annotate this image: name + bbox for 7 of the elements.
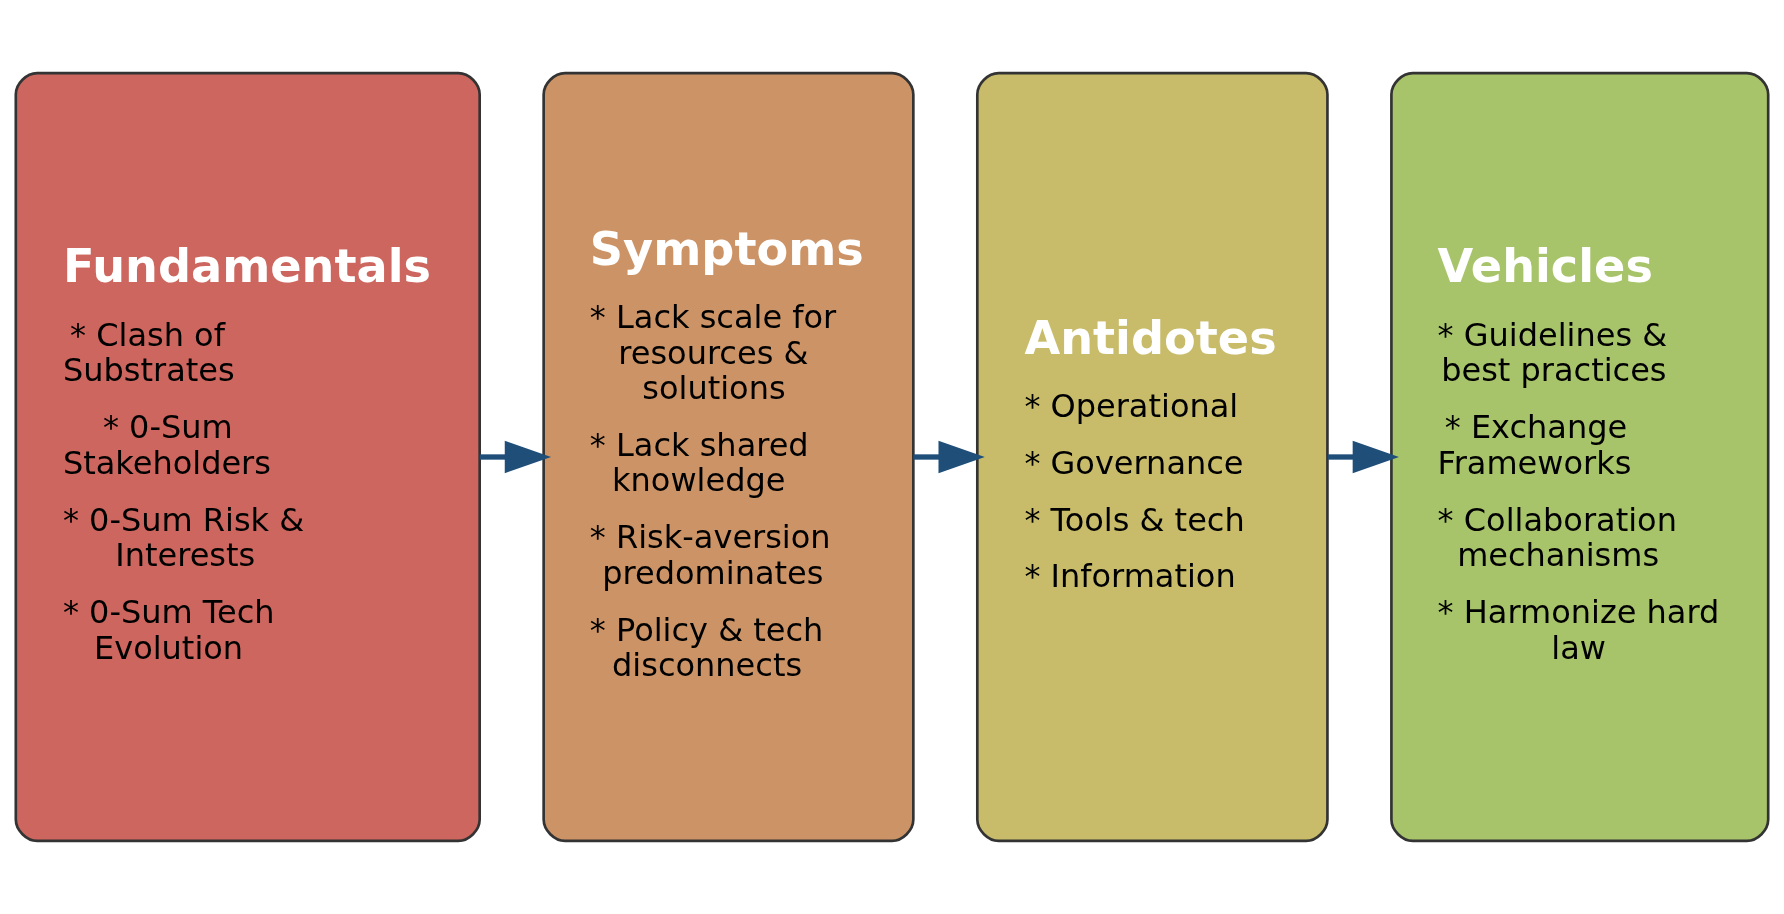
- arrow: [1327, 440, 1399, 474]
- node-box: Fundamentals * Clash of Substrates * 0-Sum Stakeholders * 0-Sum Risk & Interests * 0-Sum Tech Evolution: [14, 71, 481, 843]
- arrow: [913, 440, 985, 474]
- node-box: Symptoms * Lack scale for resources & solutions * Lack shared knowledge * Risk-aversion predominates * Policy & tech disconnects: [542, 71, 915, 843]
- node-box: Antidotes * Operational * Governance * Tools & tech * Information: [975, 71, 1329, 843]
- arrow: [479, 440, 552, 474]
- node-box: Vehicles * Guidelines & best practices * Exchange Frameworks * Collaboration mechanisms * Harmonize hard law: [1390, 71, 1770, 843]
